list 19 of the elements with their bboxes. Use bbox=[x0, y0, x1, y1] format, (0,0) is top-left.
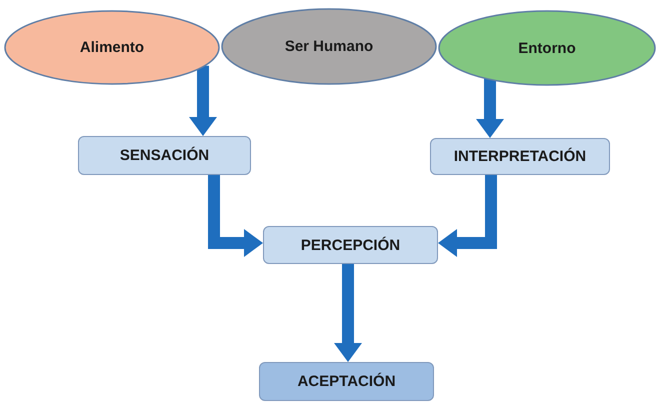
node-label: ACEPTACIÓN bbox=[297, 373, 396, 390]
process-box bbox=[259, 362, 434, 401]
ellipse-node bbox=[438, 10, 656, 86]
block-arrow bbox=[438, 175, 497, 257]
process-box bbox=[78, 136, 251, 175]
node-label: Ser Humano bbox=[284, 38, 374, 55]
process-box bbox=[263, 226, 438, 264]
node-label: SENSACIÓN bbox=[120, 147, 210, 164]
node-label: Entorno bbox=[518, 40, 576, 56]
block-arrow bbox=[189, 66, 217, 136]
block-arrow bbox=[334, 264, 362, 362]
ellipse-node bbox=[221, 8, 437, 85]
ellipse-node bbox=[4, 10, 220, 85]
node-label: INTERPRETACIÓN bbox=[454, 148, 586, 165]
node-label: Alimento bbox=[80, 39, 144, 56]
process-box bbox=[430, 138, 610, 175]
node-label: PERCEPCIÓN bbox=[300, 236, 400, 254]
block-arrow bbox=[208, 175, 263, 257]
block-arrow bbox=[476, 78, 504, 138]
